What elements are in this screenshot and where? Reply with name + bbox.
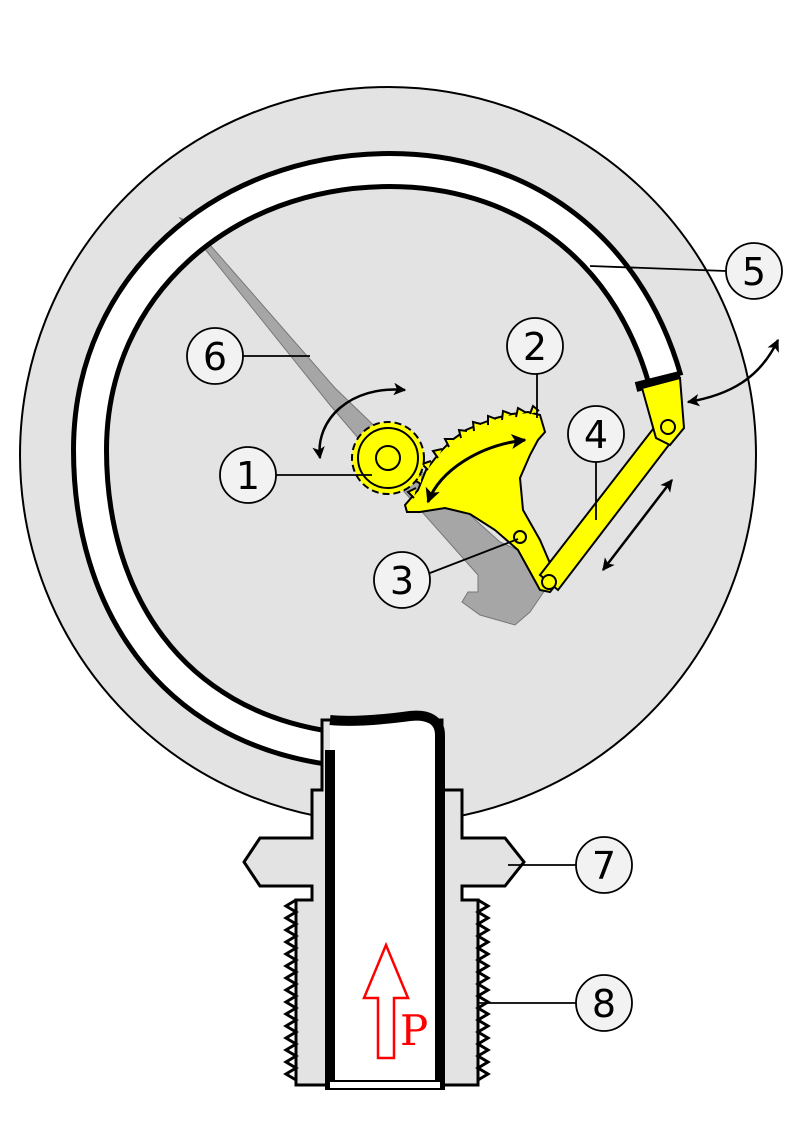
- svg-text:3: 3: [390, 559, 414, 603]
- svg-text:8: 8: [592, 982, 616, 1026]
- svg-text:4: 4: [584, 413, 608, 457]
- thread-right: [475, 898, 491, 1082]
- pinion-gear: [351, 421, 425, 495]
- svg-text:5: 5: [742, 250, 766, 294]
- inner-bore: [325, 710, 445, 1090]
- callout-4: 4: [567, 405, 625, 463]
- callout-5: 5: [725, 242, 783, 300]
- callout-3: 3: [373, 551, 431, 609]
- callout-1: 1: [219, 446, 277, 504]
- pressure-arrow: [362, 941, 410, 1060]
- callout-8: 8: [575, 974, 633, 1032]
- svg-text:2: 2: [523, 325, 547, 369]
- sector-pivot: [513, 530, 527, 544]
- bourdon-tube: [75, 155, 679, 762]
- link-joint-upper: [660, 419, 676, 435]
- link-motion-arrow: [602, 479, 673, 571]
- tube-end-cap: [634, 371, 682, 392]
- svg-text:7: 7: [592, 844, 616, 888]
- thread-left: [283, 898, 299, 1082]
- callout-leaders: [243, 265, 727, 1004]
- svg-text:6: 6: [203, 335, 227, 379]
- pinion-rotation-arrow: [312, 382, 407, 460]
- callout-6: 6: [186, 327, 244, 385]
- sector-rotation-arrow: [425, 434, 527, 504]
- callout-2: 2: [506, 317, 564, 375]
- callout-7: 7: [575, 836, 633, 894]
- pressure-label: P: [400, 1006, 428, 1055]
- tube-tip-motion-arrow: [686, 338, 780, 407]
- link-joint-lower: [541, 574, 557, 590]
- svg-text:1: 1: [236, 454, 260, 498]
